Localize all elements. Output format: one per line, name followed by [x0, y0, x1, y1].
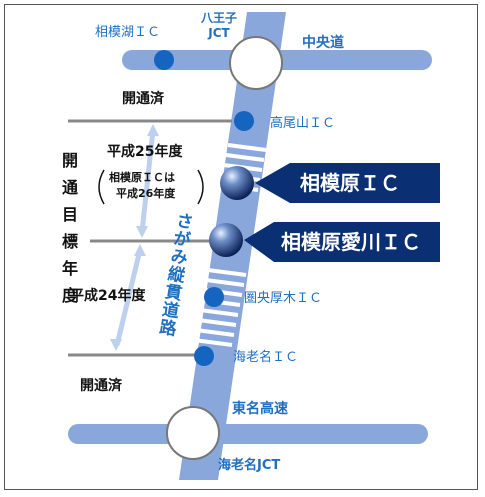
h24-label: 平成24年度 [70, 288, 146, 304]
note-bracket-left [98, 169, 105, 205]
chuo-expressway-label: 中央道 [302, 35, 344, 51]
sagamihara-ic-sphere [220, 166, 254, 200]
ebina-ic-dot [194, 346, 214, 366]
sagamiko-ic-label: 相模湖ＩＣ [95, 25, 161, 40]
hachioji-jct-label-line1: 八王子 [200, 11, 237, 25]
note-bracket-right [197, 169, 204, 205]
sagamihara-ic-callout-label: 相模原ＩＣ [300, 171, 400, 195]
hachioji-jct-label-line2: JCT [208, 26, 230, 40]
ken-o-atsugi-ic-dot [204, 287, 224, 307]
tomei-expressway-label: 東名高速 [232, 401, 288, 417]
sagamihara-aikawa-ic-callout-label: 相模原愛川ＩＣ [281, 230, 421, 254]
ebina-jct-label: 海老名JCT [218, 458, 281, 473]
open-bottom-label: 開通済 [80, 378, 122, 394]
open-top-label: 開通済 [122, 91, 164, 107]
takaosan-ic-label: 高尾山ＩＣ [270, 116, 336, 131]
ebina-jct-circle [166, 406, 220, 460]
sagamiko-ic-dot [154, 50, 174, 70]
sagamihara-ic-callout [255, 163, 440, 203]
target-year-title: 開通目標年度 [59, 152, 78, 314]
ken-o-atsugi-ic-label: 圏央厚木ＩＣ [244, 291, 323, 306]
divider-lines [68, 119, 232, 357]
sagamihara-aikawa-ic-callout [244, 222, 440, 262]
tomei-expressway [68, 424, 428, 444]
h25-note-line2: 平成26年度 [116, 187, 176, 200]
h25-note-line1: 相模原ＩＣは [109, 171, 175, 184]
hachioji-jct-circle [229, 36, 283, 90]
takaosan-ic-dot [234, 111, 254, 131]
h25-label: 平成25年度 [107, 144, 183, 160]
ebina-ic-label: 海老名ＩＣ [233, 350, 299, 365]
sagamihara-aikawa-ic-sphere [209, 223, 243, 257]
range-arrows [110, 124, 159, 351]
